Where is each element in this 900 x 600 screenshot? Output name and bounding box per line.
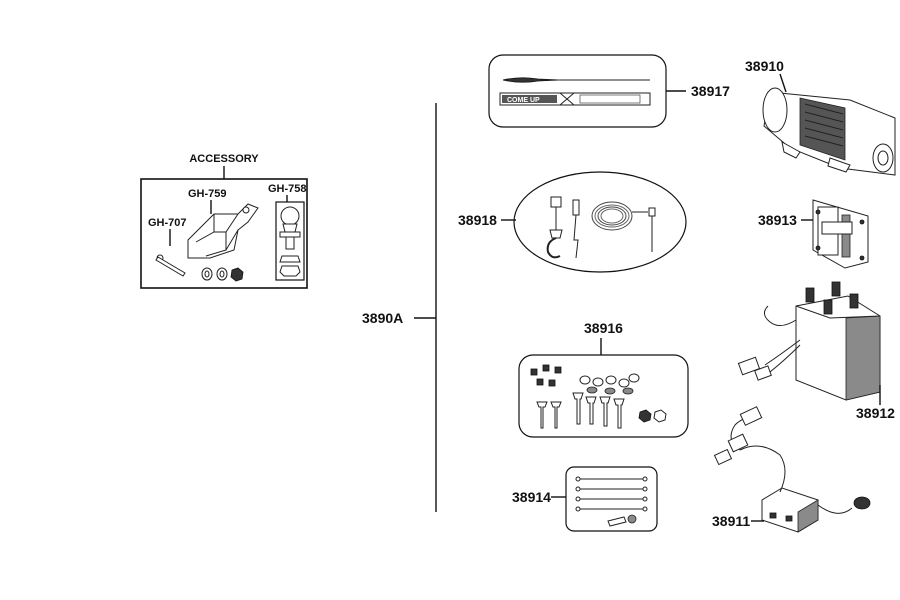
- gh758-label: GH-758: [268, 183, 307, 195]
- assembly-label: 3890A: [362, 310, 403, 326]
- p38914-label: 38914: [512, 489, 551, 505]
- p38911-label: 38911: [712, 513, 750, 529]
- accessory-box: [140, 178, 308, 289]
- p38917-label: 38917: [691, 83, 730, 99]
- svg-text:COME UP: COME UP: [507, 97, 540, 104]
- hardware-box: [518, 354, 689, 438]
- winch-icon: [762, 87, 896, 176]
- p38910-leader: [779, 73, 787, 93]
- winch-strap-icon: COME UP: [499, 77, 651, 106]
- gh758-box: [275, 201, 305, 281]
- p38912-label: 38912: [856, 405, 895, 421]
- p38910-label: 38910: [745, 58, 784, 74]
- p38918-label: 38918: [458, 212, 497, 228]
- cables-box: [565, 466, 658, 532]
- roller-fairlead-icon: [812, 199, 869, 269]
- strap-box: [488, 54, 667, 128]
- battery-cables-icon: [575, 476, 648, 527]
- p38913-label: 38913: [758, 212, 797, 228]
- hitch-receiver-icon: [187, 203, 259, 259]
- gh759-label: GH-759: [188, 188, 227, 200]
- hardware-kit-icon: [530, 364, 667, 429]
- gh707-label: GH-707: [148, 217, 187, 229]
- hitch-pin-icon: [155, 254, 244, 282]
- hitch-ball-icon: [279, 206, 301, 277]
- cable-ellipse: [513, 171, 687, 273]
- accessory-label: ACCESSORY: [189, 153, 259, 165]
- p38916-label: 38916: [584, 320, 623, 336]
- winch-cable-hook-icon: [546, 196, 656, 259]
- contactor-icon: [737, 281, 881, 401]
- handlebar-switch-icon: [713, 406, 871, 533]
